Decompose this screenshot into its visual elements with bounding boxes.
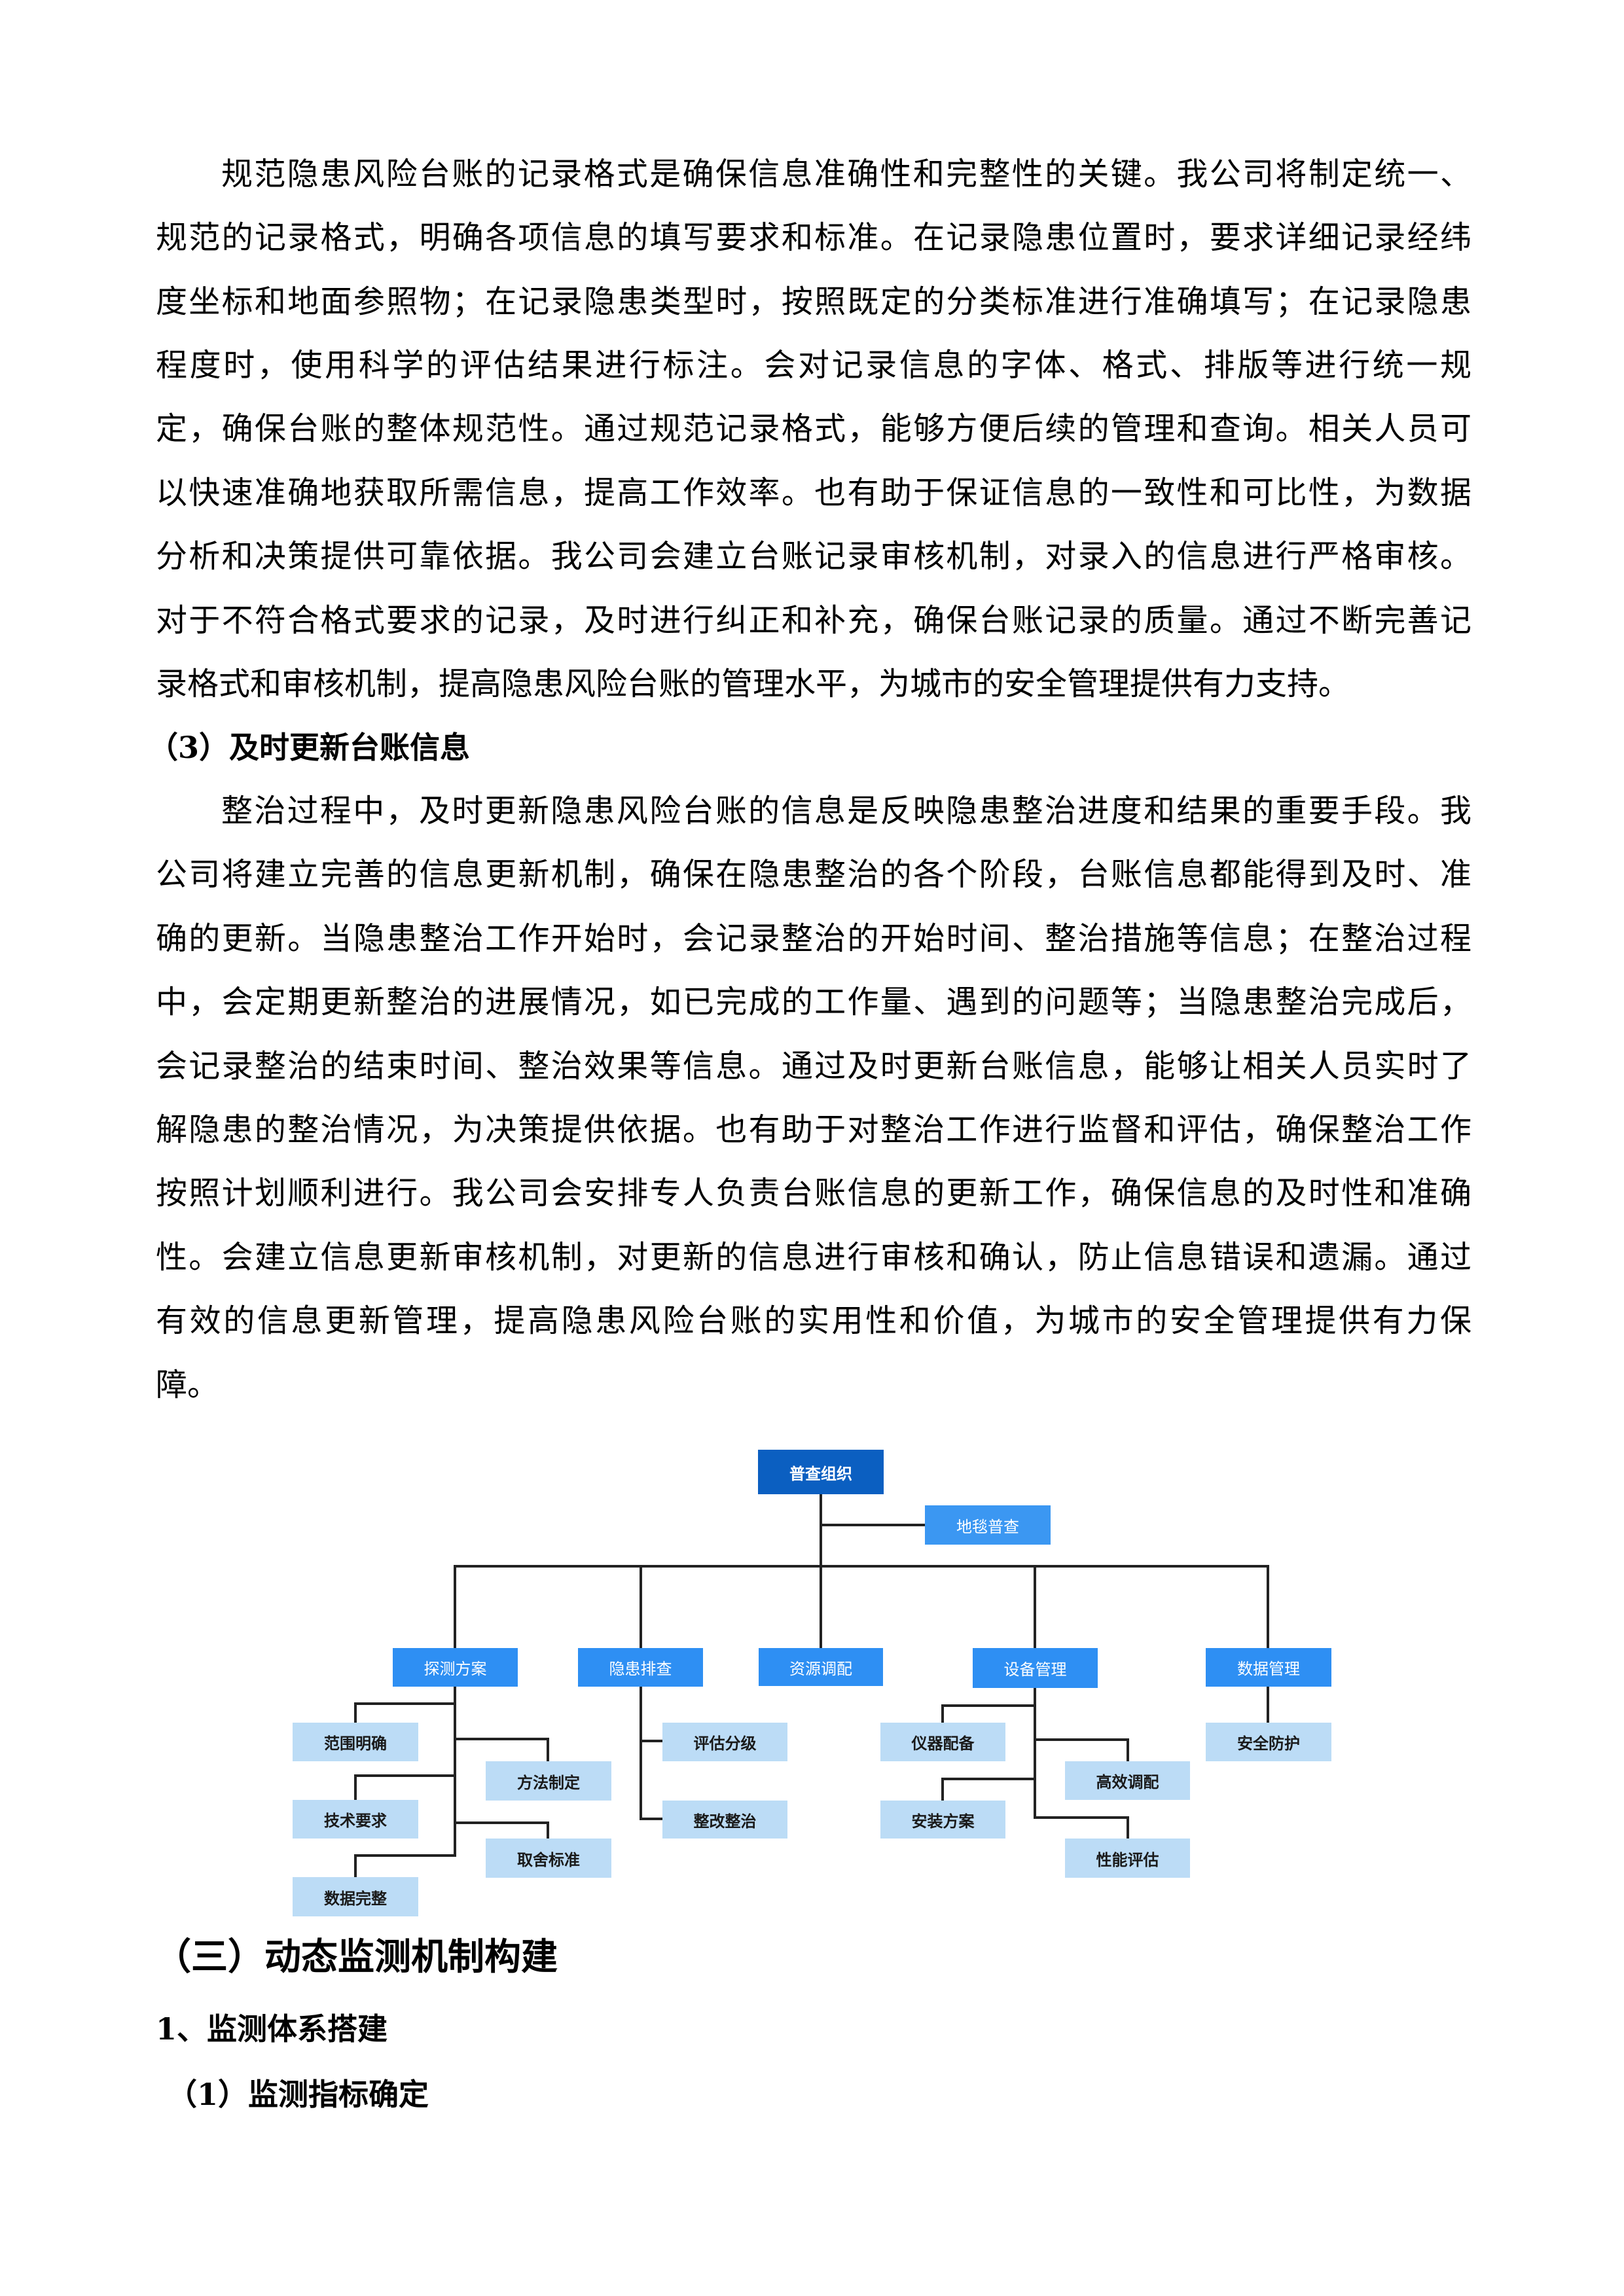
heading-monitoring-system: 1、监测体系搭建 (156, 2011, 388, 2047)
text-line: 性。会建立信息更新审核机制，对更新的信息进行审核和确认，防止信息错误和遗漏。通过 (156, 1239, 1471, 1276)
node-method-formulation: 方法制定 (486, 1761, 611, 1801)
node-rectification: 整改整治 (662, 1801, 787, 1839)
connector-line (454, 1565, 1269, 1568)
connector-line (820, 1565, 822, 1648)
connector-line (547, 1738, 549, 1761)
text-line: 障。 (156, 1367, 219, 1403)
connector-line (640, 1687, 642, 1820)
connector-line (354, 1702, 456, 1705)
text-line: 规范的记录格式，明确各项信息的填写要求和标准。在记录隐患位置时，要求详细记录经纬 (156, 219, 1471, 256)
node-scope-definition: 范围明确 (293, 1723, 418, 1761)
connector-line (820, 1524, 925, 1526)
connector-line (1267, 1687, 1269, 1723)
text-line: 以快速准确地获取所需信息，提高工作效率。也有助于保证信息的一致性和可比性，为数据 (156, 475, 1471, 511)
section-heading-dynamic-monitoring: （三）动态监测机制构建 (154, 1935, 558, 1979)
text-line: 度坐标和地面参照物；在记录隐患类型时，按照既定的分类标准进行准确填写；在记录隐患 (156, 283, 1471, 320)
text-line: 定，确保台账的整体规范性。通过规范记录格式，能够方便后续的管理和查询。相关人员可 (156, 410, 1471, 447)
node-security-protection: 安全防护 (1206, 1723, 1331, 1761)
connector-line (1127, 1816, 1129, 1839)
text-line: 确的更新。当隐患整治工作开始时，会记录整治的开始时间、整治措施等信息；在整治过程 (156, 920, 1471, 957)
node-assessment-grading: 评估分级 (662, 1723, 787, 1761)
node-instrument-provision: 仪器配备 (880, 1723, 1005, 1761)
node-installation-plan: 安装方案 (880, 1801, 1005, 1839)
text-line: 程度时，使用科学的评估结果进行标注。会对记录信息的字体、格式、排版等进行统一规 (156, 347, 1471, 384)
node-equipment-management: 设备管理 (973, 1648, 1098, 1688)
connector-line (354, 1854, 357, 1877)
text-line: 公司将建立完善的信息更新机制，确保在隐患整治的各个阶段，台账信息都能得到及时、准 (156, 856, 1471, 893)
connector-line (1034, 1738, 1129, 1741)
text-line: 整治过程中，及时更新隐患风险台账的信息是反映隐患整治进度和结果的重要手段。我 (221, 793, 1471, 829)
connector-line (454, 1821, 549, 1824)
connector-line (1034, 1565, 1036, 1648)
text-line: 规范隐患风险台账的记录格式是确保信息准确性和完整性的关键。我公司将制定统一、 (221, 156, 1471, 192)
connector-line (454, 1738, 549, 1740)
node-performance-evaluation: 性能评估 (1065, 1839, 1190, 1878)
text-line: 按照计划顺利进行。我公司会安排专人负责台账信息的更新工作，确保信息的及时性和准确 (156, 1175, 1471, 1211)
subsection-heading-update-ledger: （3）及时更新台账信息 (148, 730, 471, 765)
connector-line (941, 1778, 944, 1801)
node-selection-criteria: 取舍标准 (486, 1839, 611, 1878)
text-line: 对于不符合格式要求的记录，及时进行纠正和补充，确保台账记录的质量。通过不断完善记 (156, 602, 1471, 639)
connector-line (547, 1821, 549, 1839)
node-data-management: 数据管理 (1206, 1648, 1331, 1687)
node-efficient-dispatch: 高效调配 (1065, 1761, 1190, 1800)
node-data-integrity: 数据完整 (293, 1877, 418, 1916)
text-line: 有效的信息更新管理，提高隐患风险台账的实用性和价值，为城市的安全管理提供有力保 (156, 1302, 1471, 1339)
text-line: 录格式和审核机制，提高隐患风险台账的管理水平，为城市的安全管理提供有力支持。 (156, 666, 1350, 702)
connector-line (1127, 1738, 1129, 1761)
node-carpet-survey: 地毯普查 (925, 1505, 1051, 1545)
connector-line (354, 1854, 456, 1857)
text-line: 会记录整治的结束时间、整治效果等信息。通过及时更新台账信息，能够让相关人员实时了 (156, 1048, 1471, 1085)
node-resource-allocation: 资源调配 (759, 1648, 883, 1686)
connector-line (941, 1704, 944, 1723)
connector-line (640, 1818, 662, 1820)
connector-line (1267, 1565, 1269, 1648)
connector-line (354, 1774, 456, 1777)
connector-line (354, 1702, 357, 1723)
connector-line (1034, 1816, 1129, 1819)
connector-line (354, 1774, 357, 1800)
connector-line (640, 1565, 642, 1648)
node-hazard-inspection: 隐患排查 (578, 1648, 703, 1687)
text-line: 中，会定期更新整治的进展情况，如已完成的工作量、遇到的问题等；当隐患整治完成后， (156, 984, 1471, 1020)
connector-line (1034, 1688, 1036, 1819)
connector-line (454, 1687, 456, 1857)
text-line: 解隐患的整治情况，为决策提供依据。也有助于对整治工作进行监督和评估，确保整治工作 (156, 1111, 1471, 1148)
heading-monitoring-indicators: （1）监测指标确定 (167, 2077, 429, 2112)
text-line: 分析和决策提供可靠依据。我公司会建立台账记录审核机制，对录入的信息进行严格审核。 (156, 538, 1471, 575)
connector-line (941, 1704, 1036, 1707)
node-technical-requirements: 技术要求 (293, 1800, 418, 1839)
connector-line (820, 1494, 822, 1568)
connector-line (941, 1778, 1036, 1780)
node-detection-plan: 探测方案 (393, 1648, 518, 1687)
connector-line (454, 1565, 456, 1648)
node-root: 普查组织 (758, 1450, 884, 1494)
connector-line (640, 1740, 662, 1742)
